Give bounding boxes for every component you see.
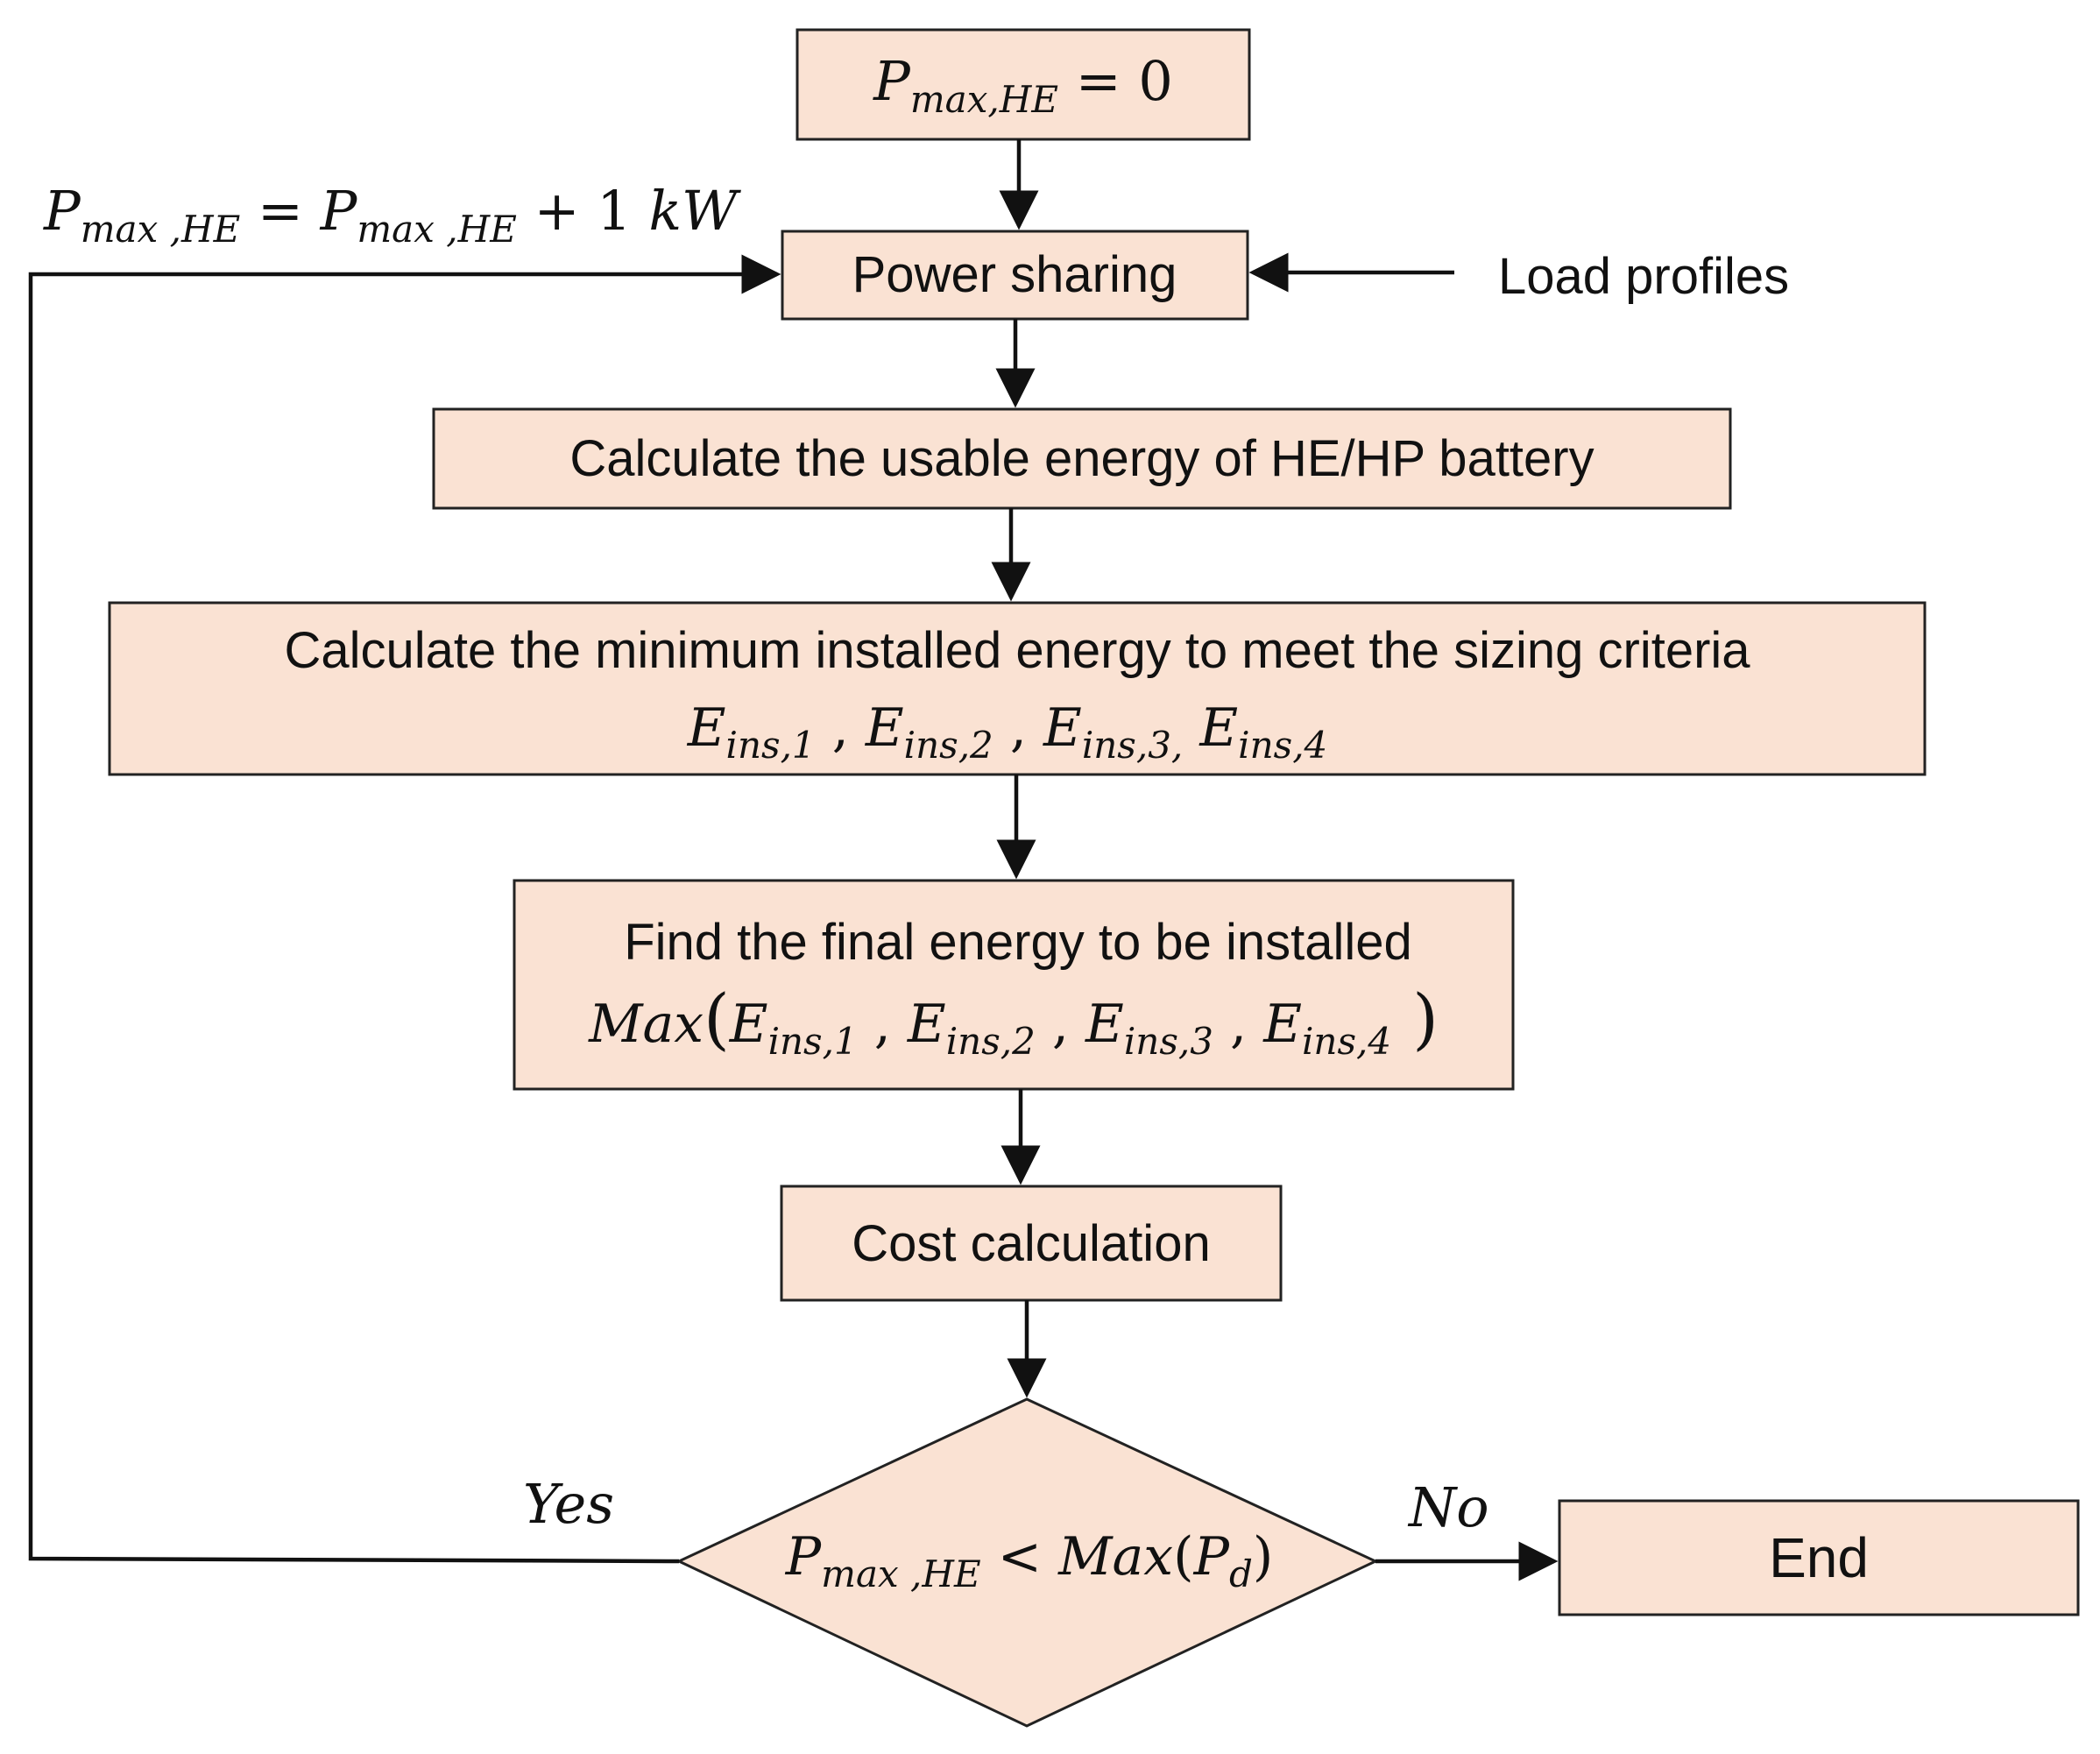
final-energy-box: Find the final energy to be installed Ma… xyxy=(513,879,1515,1091)
power-sharing-box: Power sharing xyxy=(781,230,1249,321)
decision-diamond: Pmax ,HE < Max(Pd) xyxy=(675,1397,1379,1728)
end-box: End xyxy=(1558,1499,2080,1616)
load-profiles-label: Load profiles xyxy=(1498,248,1789,305)
min-installed-energy-label: Calculate the minimum installed energy t… xyxy=(284,622,1750,679)
decision-formula: Pmax ,HE < Max(Pd) xyxy=(785,1526,1274,1595)
min-installed-energy-terms: Eins,1 , Eins,2 , Eins,3, Eins,4 xyxy=(687,697,1328,767)
min-installed-energy-box: Calculate the minimum installed energy t… xyxy=(108,601,1927,776)
init-box: Pmax,HE = 0 xyxy=(795,28,1251,141)
arrow-yes-loop-to-power-sharing xyxy=(28,254,781,1564)
usable-energy-box: Calculate the usable energy of HE/HP bat… xyxy=(432,407,1732,510)
init-formula: Pmax,HE = 0 xyxy=(873,49,1173,121)
final-energy-formula: Max(Eins,1 , Eins,2 , Eins,3 , Eins,4 ) xyxy=(588,980,1439,1063)
update-formula: Pmax ,HE = Pmax ,HE + 1 kW xyxy=(43,179,741,251)
no-label: No xyxy=(1407,1475,1489,1539)
usable-energy-label: Calculate the usable energy of HE/HP bat… xyxy=(569,430,1594,487)
final-energy-label: Find the final energy to be installed xyxy=(624,914,1412,971)
end-label: End xyxy=(1769,1526,1869,1589)
yes-label: Yes xyxy=(523,1472,614,1536)
power-sharing-label: Power sharing xyxy=(852,246,1177,303)
cost-calculation-label: Cost calculation xyxy=(852,1215,1210,1272)
cost-calculation-box: Cost calculation xyxy=(780,1185,1283,1302)
